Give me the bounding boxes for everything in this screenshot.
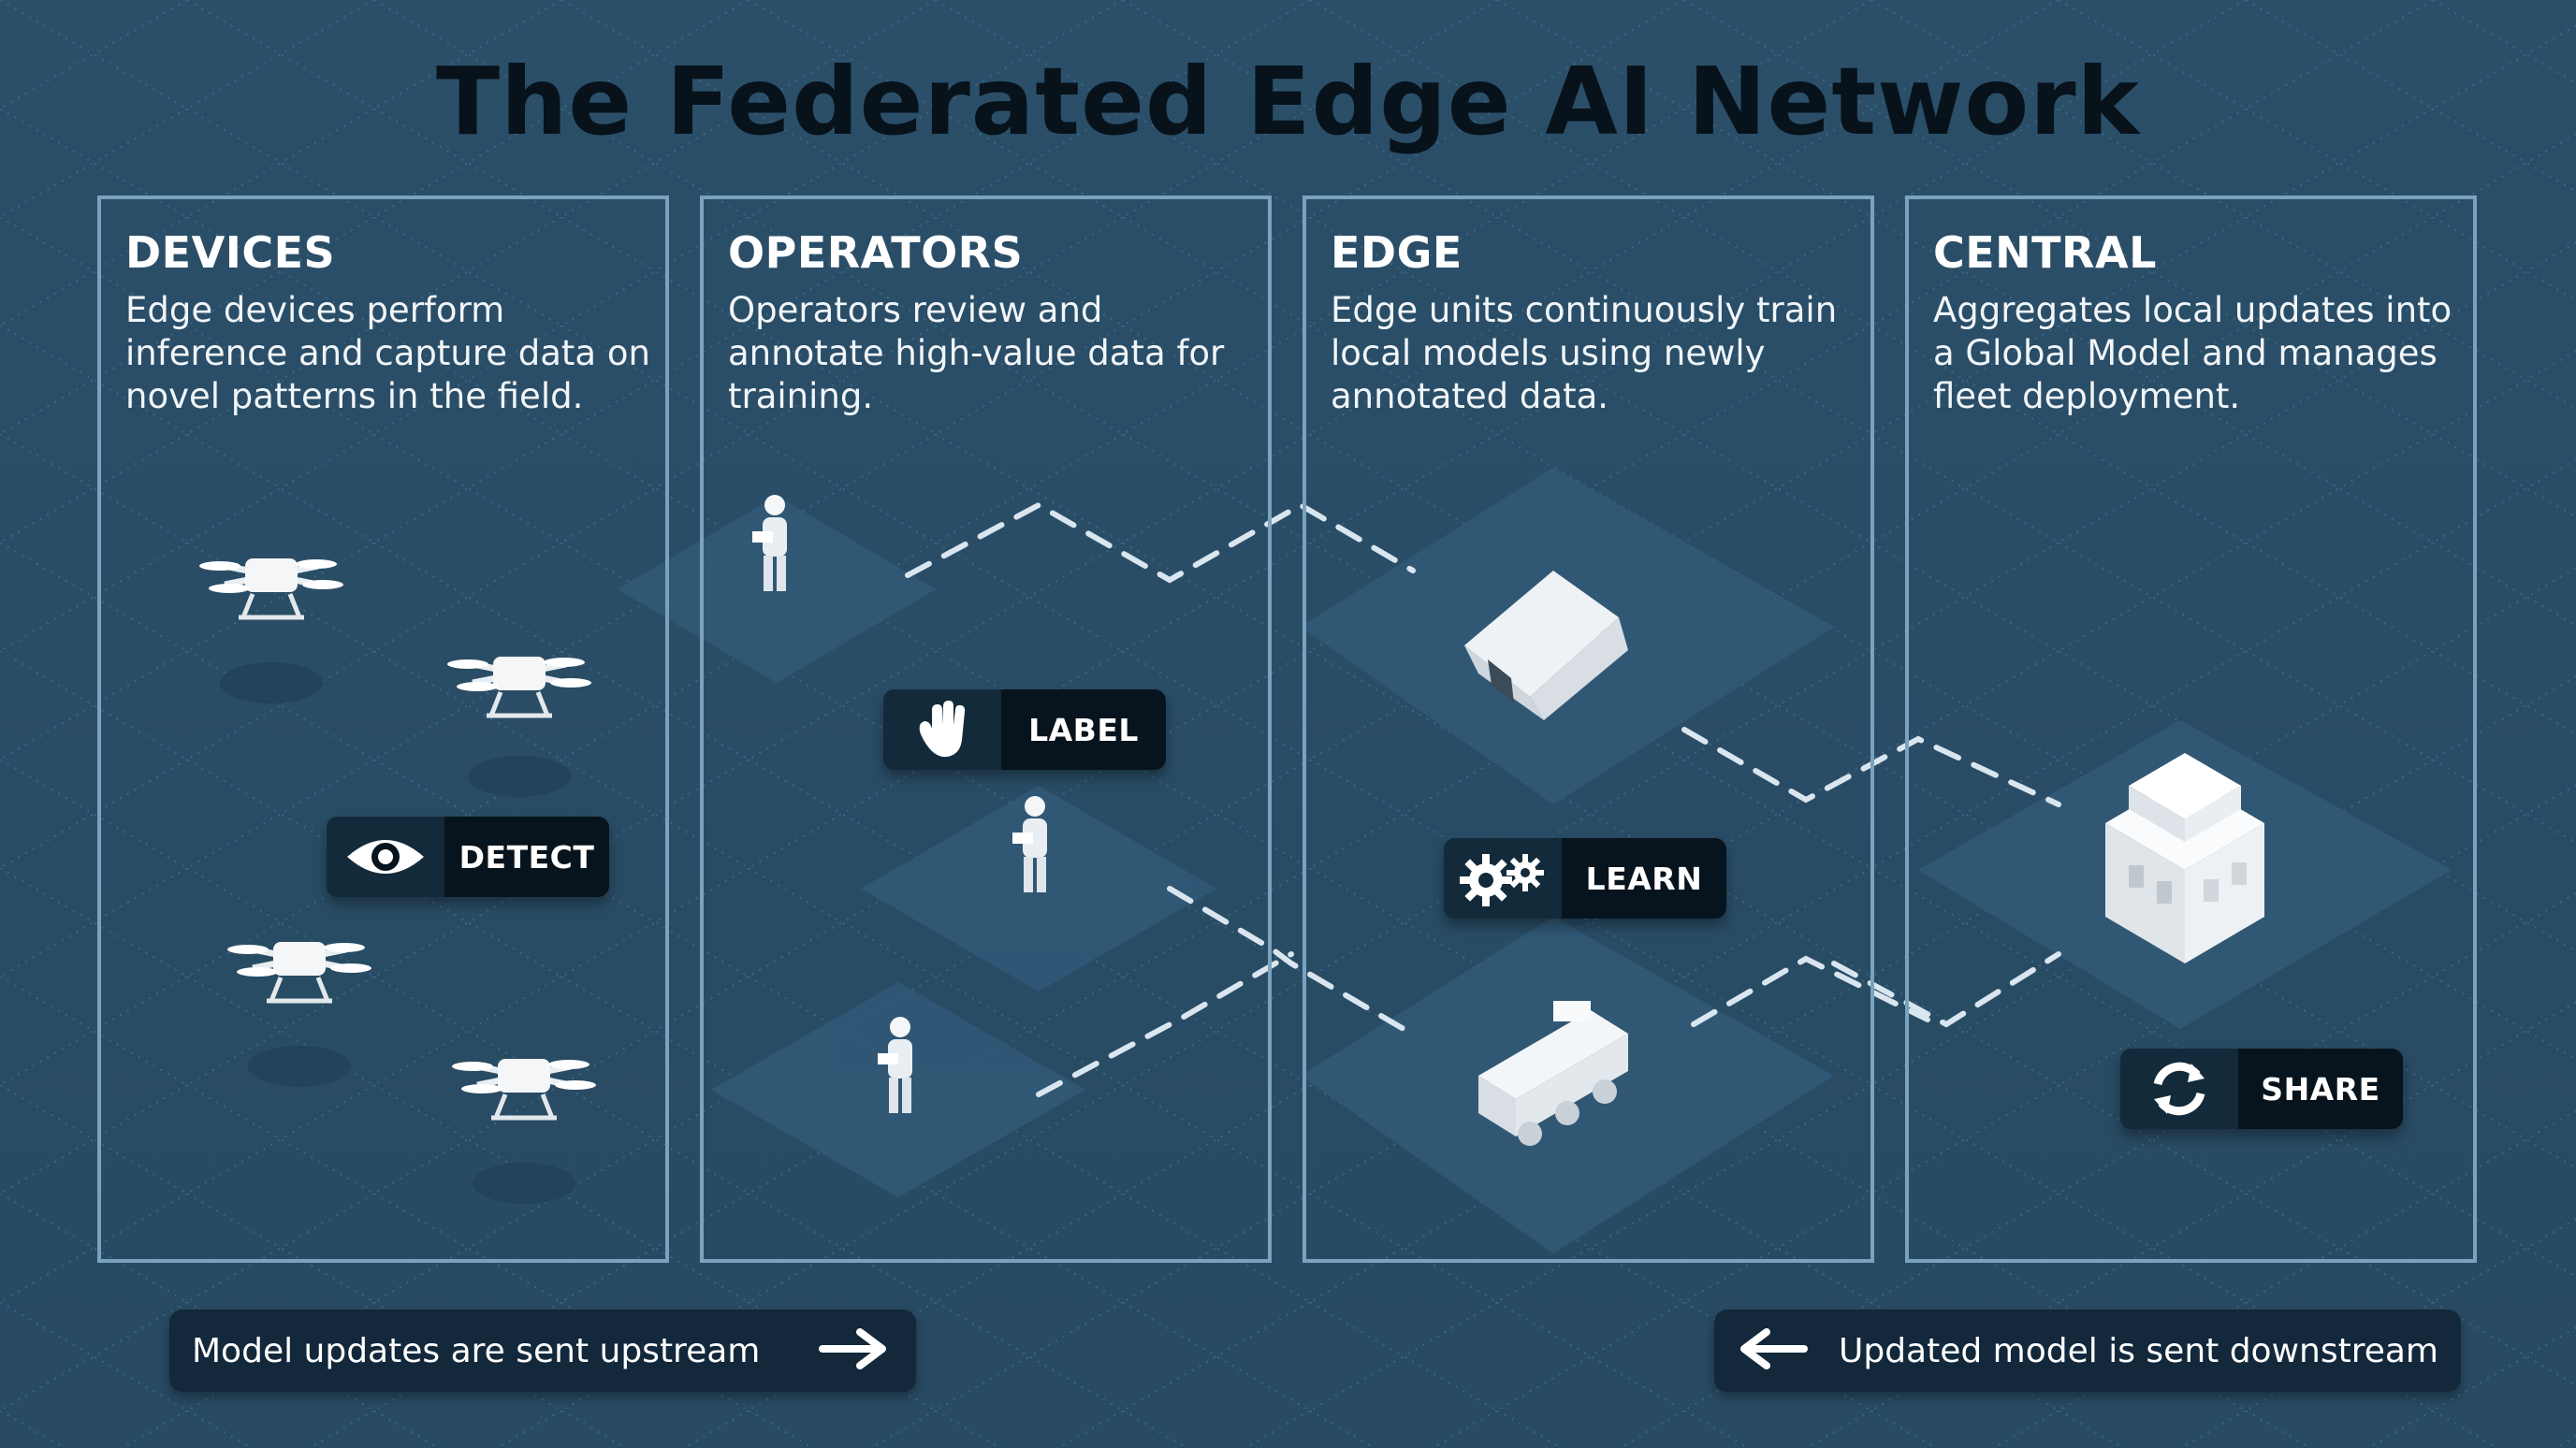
arrow-left-icon [1737, 1328, 1812, 1374]
sync-icon [2120, 1049, 2238, 1129]
panel-heading: DEVICES [125, 227, 335, 278]
hand-icon [883, 689, 1001, 770]
detect-badge: DETECT [327, 817, 609, 897]
learn-badge: LEARN [1444, 838, 1726, 919]
learn-label: LEARN [1562, 861, 1726, 897]
panel-edge: EDGE Edge units continuously train local… [1303, 195, 1874, 1263]
eye-icon [327, 817, 444, 897]
arrow-right-icon [819, 1328, 894, 1374]
label-label: LABEL [1001, 712, 1166, 748]
detect-label: DETECT [444, 839, 609, 876]
panel-heading: EDGE [1331, 227, 1463, 278]
panel-description: Aggregates local updates into a Global M… [1933, 289, 2467, 418]
panel-heading: OPERATORS [728, 227, 1023, 278]
downstream-text: Updated model is sent downstream [1812, 1332, 2438, 1370]
share-label: SHARE [2238, 1071, 2403, 1108]
gears-icon [1444, 838, 1562, 919]
page-title: The Federated Edge AI Network [0, 47, 2576, 156]
downstream-note: Updated model is sent downstream [1714, 1310, 2461, 1392]
panel-description: Edge units continuously train local mode… [1331, 289, 1864, 418]
label-badge: LABEL [883, 689, 1166, 770]
panel-description: Edge devices perform inference and captu… [125, 289, 659, 418]
upstream-note: Model updates are sent upstream [169, 1310, 916, 1392]
panel-description: Operators review and annotate high-value… [728, 289, 1261, 418]
share-badge: SHARE [2120, 1049, 2403, 1129]
panel-heading: CENTRAL [1933, 227, 2157, 278]
upstream-text: Model updates are sent upstream [192, 1332, 819, 1370]
panel-devices: DEVICES Edge devices perform inference a… [97, 195, 669, 1263]
